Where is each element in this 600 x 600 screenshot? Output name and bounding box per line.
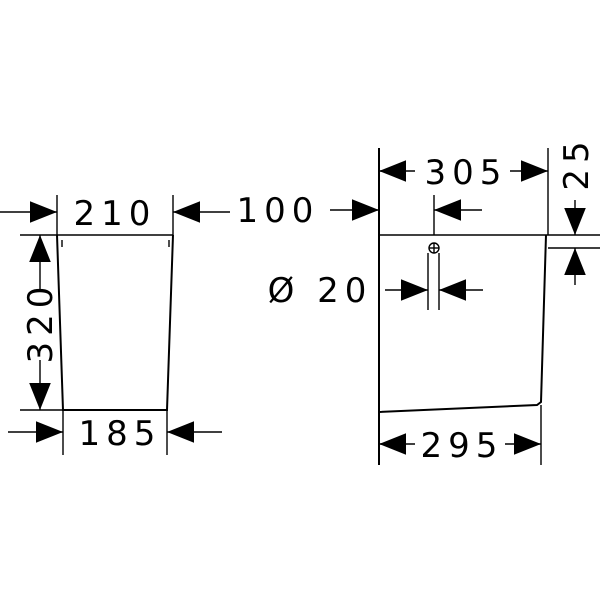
dim-top-width: 210 — [74, 194, 157, 234]
dim-top-depth: 305 — [425, 153, 508, 193]
front-outline — [56, 234, 174, 411]
dim-hole-diameter: Ø 20 — [268, 271, 373, 311]
dim-bottom-width: 185 — [79, 414, 162, 454]
dim-top-thickness: 25 — [557, 135, 597, 190]
side-outline — [378, 234, 547, 413]
dim-height: 320 — [21, 281, 61, 364]
dim-bottom-depth: 295 — [421, 426, 504, 466]
front-view: 210 320 185 — [0, 194, 230, 455]
side-view: 100 305 Ø 20 25 295 — [237, 135, 600, 466]
dim-offset: 100 — [237, 191, 320, 231]
